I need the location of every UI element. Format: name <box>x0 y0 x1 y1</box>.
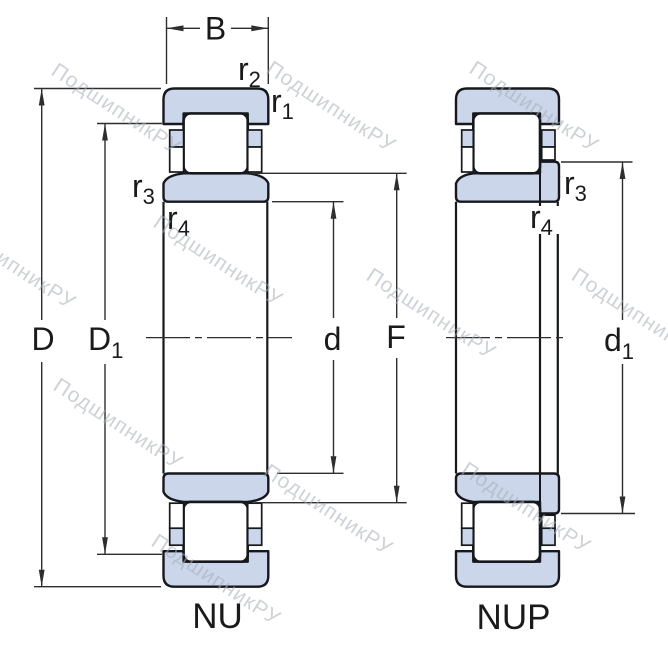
nup-outer-ring-top <box>454 87 561 126</box>
arrow-right-icon <box>251 25 269 32</box>
nu-roller-top <box>182 112 250 175</box>
r4-sub: 4 <box>541 215 553 240</box>
r4-base: r <box>167 200 178 236</box>
nu-bottom-section <box>162 472 270 588</box>
nu-cage-bar <box>246 527 263 547</box>
nu-cage-gap <box>168 146 185 173</box>
nup-outer-ring-bottom <box>454 550 561 588</box>
nu-outer-ring-bottom <box>162 550 270 588</box>
r4-base: r <box>530 199 541 235</box>
label-bg <box>599 320 646 364</box>
nu-inner-ring-top <box>162 172 270 203</box>
r3-base: r <box>564 165 575 201</box>
radius-labels: r2 r1 r3 r4 r3 r4 <box>132 51 587 241</box>
arrow-down-icon <box>619 496 626 514</box>
nup-bottom-section <box>454 472 561 588</box>
figure-caption-nu: NU <box>192 597 243 636</box>
dim-label-r4-nup: r4 <box>530 199 553 240</box>
nu-inner-ring-bottom <box>162 472 270 504</box>
r3-sub: 3 <box>575 181 587 206</box>
dim-label-d1-sub: 1 <box>622 339 634 364</box>
nup-inner-ring-top <box>454 160 561 203</box>
dim-label-d: d <box>324 321 342 357</box>
nu-cage-gap <box>168 502 185 530</box>
dim-label-F: F <box>386 319 406 355</box>
dim-label-r4-nu: r4 <box>167 200 190 241</box>
watermark-text: ПодшипникРУ <box>49 374 186 474</box>
nu-cage-bar <box>246 129 263 148</box>
nu-cage-gap <box>246 146 263 173</box>
r3-base: r <box>132 168 143 204</box>
figure-nup <box>446 87 568 588</box>
dim-label-d1-base: d <box>604 322 622 358</box>
arrow-up-icon <box>393 173 400 191</box>
arrow-down-icon <box>330 456 337 474</box>
arrow-up-icon <box>102 123 108 141</box>
nup-cage-bar <box>460 129 475 148</box>
r1-sub: 1 <box>282 99 294 124</box>
dimension-D1: D1 <box>84 122 162 555</box>
dimension-D: D <box>26 87 161 588</box>
nup-cage-gap <box>540 146 556 161</box>
nup-inner-ring-bottom <box>454 472 561 515</box>
label-bg <box>527 206 559 234</box>
arrow-down-icon <box>102 537 108 555</box>
dim-label-r1: r1 <box>271 83 294 124</box>
dim-label-D1-sub: 1 <box>111 338 123 363</box>
dim-label-r3-nup: r3 <box>564 165 587 206</box>
nu-outer-ring-top <box>162 87 270 126</box>
dim-label-D1-base: D <box>88 321 111 357</box>
dim-label-B: B <box>205 11 226 47</box>
arrow-down-icon <box>38 569 45 587</box>
r2-sub: 2 <box>249 67 261 92</box>
dimension-F: F <box>250 172 412 504</box>
nup-cage-gap <box>540 514 556 530</box>
label-bg <box>317 318 349 360</box>
arrow-left-icon <box>166 25 184 32</box>
r1-base: r <box>271 83 282 119</box>
r4-sub: 4 <box>178 216 190 241</box>
figure-nu <box>146 87 292 588</box>
label-bg <box>381 318 412 358</box>
dim-label-D: D <box>31 321 54 357</box>
r3-sub: 3 <box>143 184 155 209</box>
nup-top-section <box>454 87 561 203</box>
dimension-B: B <box>165 11 269 84</box>
nup-roller-top <box>471 112 542 175</box>
figure-caption-nup: NUP <box>477 598 551 637</box>
watermark-text: ПодшипникРУ <box>259 460 396 560</box>
watermark-text: ПодшипникРУ <box>149 211 286 311</box>
arrow-down-icon <box>393 485 400 503</box>
arrow-up-icon <box>38 88 45 106</box>
dimension-d: d <box>272 200 349 474</box>
dim-label-r3-nu: r3 <box>132 168 155 209</box>
label-bg <box>26 320 59 362</box>
dim-label-d1: d1 <box>604 322 634 364</box>
arrow-up-icon <box>330 201 337 219</box>
dim-label-D1: D1 <box>88 321 123 363</box>
arrow-up-icon <box>619 162 626 179</box>
label-bg <box>165 207 195 233</box>
nu-cage-gap <box>246 502 263 530</box>
r2-base: r <box>238 51 249 87</box>
nup-cage-gap <box>460 502 475 530</box>
nup-cage-gap <box>460 146 475 173</box>
dimension-d1: d1 <box>561 161 646 515</box>
dim-label-r2: r2 <box>238 51 261 92</box>
nu-top-section <box>162 87 270 203</box>
label-bg <box>84 320 135 364</box>
label-bg <box>200 14 231 46</box>
nup-cage-bar <box>460 527 475 547</box>
watermark-text: ПодшипникРУ <box>0 214 80 314</box>
